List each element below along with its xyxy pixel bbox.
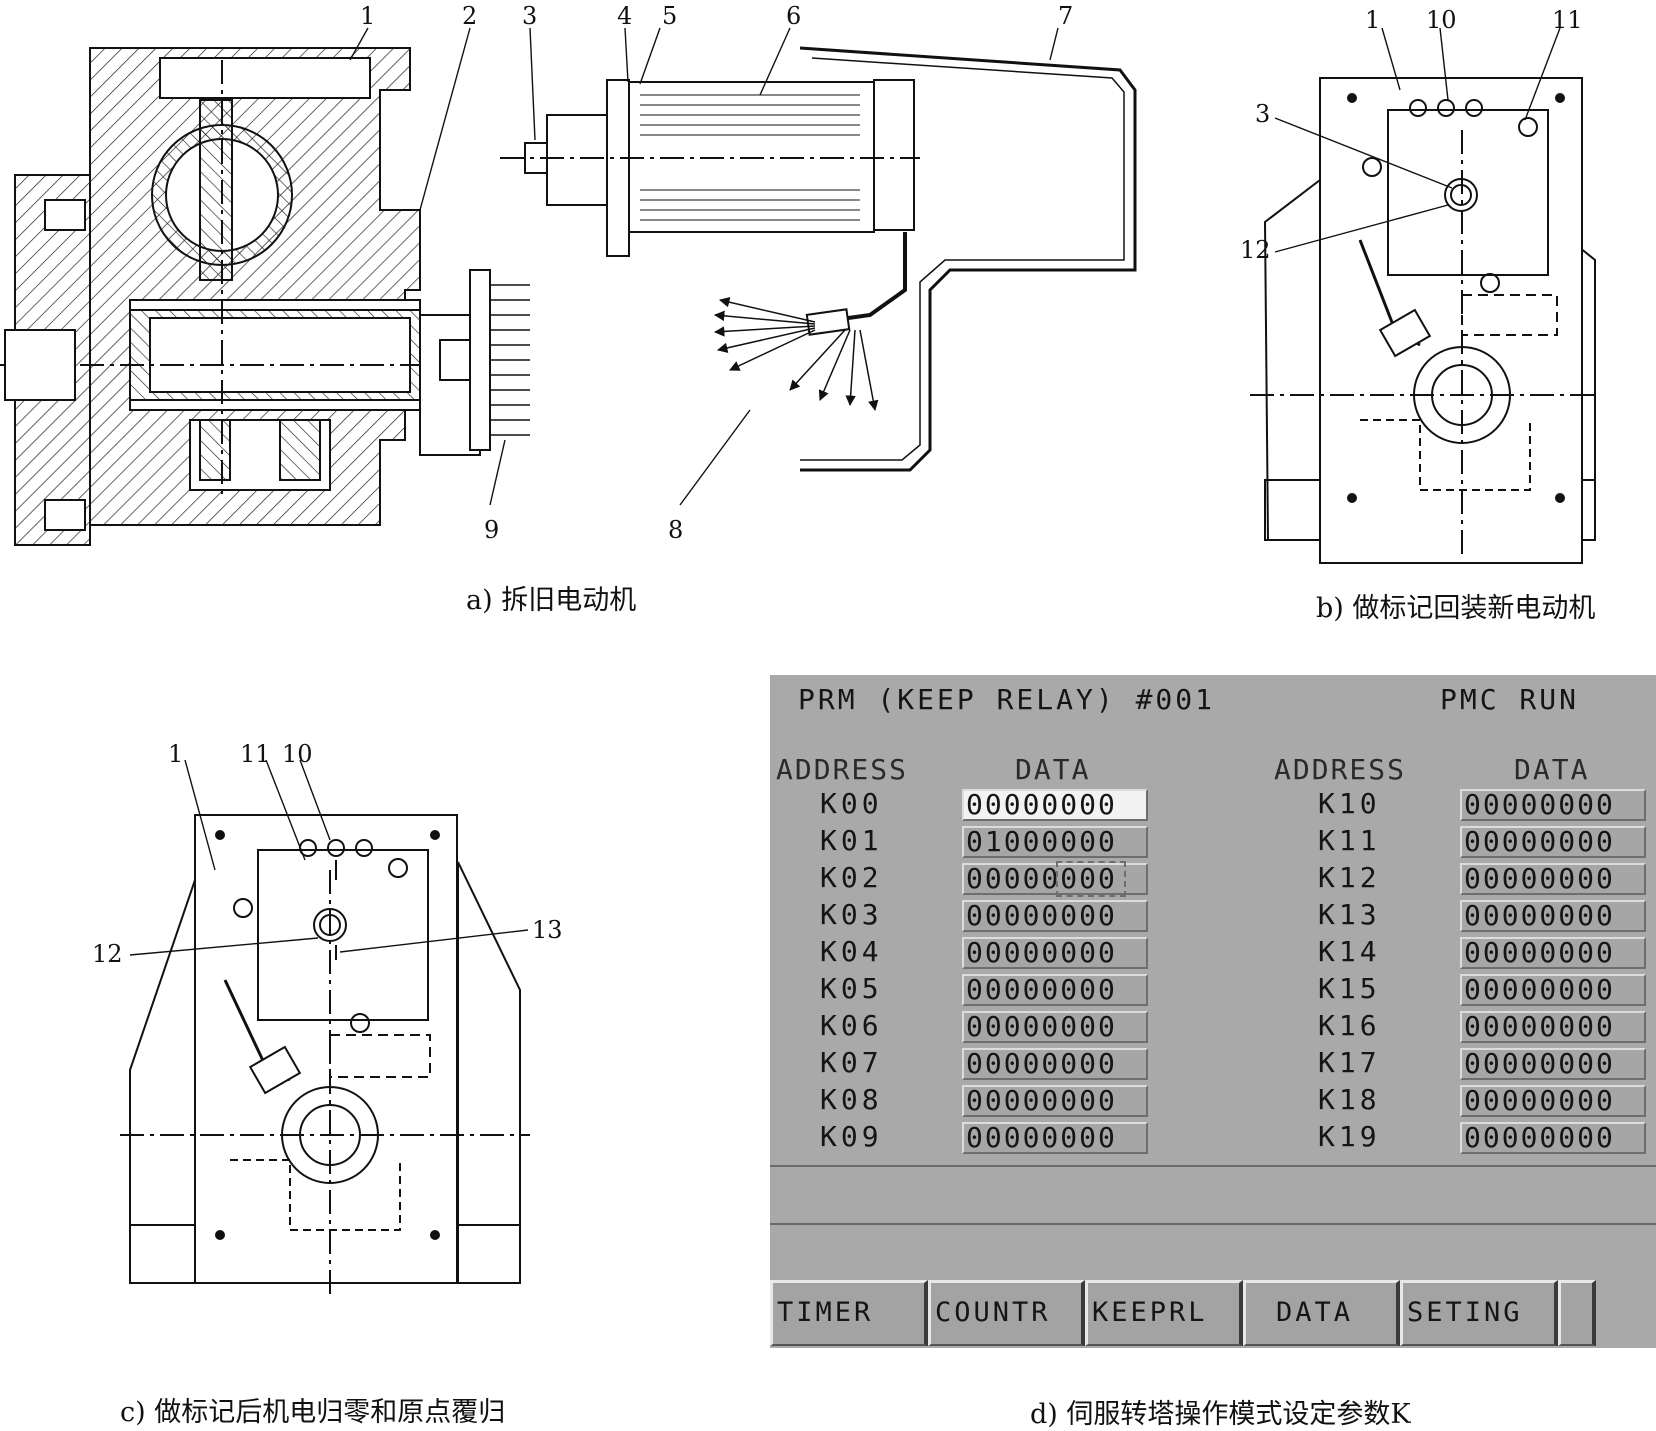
address-label: K17 bbox=[1318, 1046, 1381, 1079]
address-label: K01 bbox=[820, 824, 883, 857]
caption-d: d) 伺服转塔操作模式设定参数K bbox=[1030, 1399, 1411, 1430]
address-label: K10 bbox=[1318, 787, 1381, 820]
col-header-data-left: DATA bbox=[1015, 753, 1091, 786]
address-label: K07 bbox=[820, 1046, 883, 1079]
softkey-seting[interactable]: SETING bbox=[1400, 1280, 1558, 1346]
data-field-k10[interactable]: 00000000 bbox=[1460, 789, 1646, 821]
panel-a-motor bbox=[500, 27, 1137, 506]
data-field-k06[interactable]: 00000000 bbox=[962, 1011, 1148, 1043]
data-field-k02[interactable]: 00000000 bbox=[962, 863, 1148, 895]
label-a-6: 6 bbox=[786, 2, 801, 30]
label-c-1: 1 bbox=[168, 740, 183, 768]
label-a-3: 3 bbox=[522, 2, 537, 30]
data-field-k15[interactable]: 00000000 bbox=[1460, 974, 1646, 1006]
data-field-k09[interactable]: 00000000 bbox=[962, 1122, 1148, 1154]
address-label: K11 bbox=[1318, 824, 1381, 857]
label-a-8: 8 bbox=[668, 516, 683, 544]
data-field-k08[interactable]: 00000000 bbox=[962, 1085, 1148, 1117]
callout-numbers: 1 2 3 4 5 6 7 8 9 1 10 11 3 12 1 11 10 1… bbox=[92, 2, 1583, 968]
address-label: K08 bbox=[820, 1083, 883, 1116]
data-field-k03[interactable]: 00000000 bbox=[962, 900, 1148, 932]
softkey-timer[interactable]: TIMER bbox=[770, 1280, 928, 1346]
address-label: K05 bbox=[820, 972, 883, 1005]
data-field-k07[interactable]: 00000000 bbox=[962, 1048, 1148, 1080]
label-b-11: 11 bbox=[1552, 6, 1583, 34]
data-field-k04[interactable]: 00000000 bbox=[962, 937, 1148, 969]
address-label: K19 bbox=[1318, 1120, 1381, 1153]
softkey-keeprl[interactable]: KEEPRL bbox=[1085, 1280, 1243, 1346]
label-b-10: 10 bbox=[1426, 6, 1457, 34]
address-label: K00 bbox=[820, 787, 883, 820]
label-a-4: 4 bbox=[617, 2, 632, 30]
label-c-12: 12 bbox=[92, 940, 123, 968]
data-field-k14[interactable]: 00000000 bbox=[1460, 937, 1646, 969]
label-a-5: 5 bbox=[662, 2, 677, 30]
data-field-k01[interactable]: 01000000 bbox=[962, 826, 1148, 858]
data-field-k16[interactable]: 00000000 bbox=[1460, 1011, 1646, 1043]
keep-relay-screen: PRM (KEEP RELAY) #001 PMC RUN ADDRESS DA… bbox=[770, 675, 1656, 1348]
col-header-address-left: ADDRESS bbox=[776, 753, 909, 786]
label-b-3: 3 bbox=[1255, 100, 1270, 128]
address-label: K02 bbox=[820, 861, 883, 894]
panel-c-drawing bbox=[120, 759, 530, 1300]
data-field-k17[interactable]: 00000000 bbox=[1460, 1048, 1646, 1080]
data-field-k05[interactable]: 00000000 bbox=[962, 974, 1148, 1006]
address-label: K04 bbox=[820, 935, 883, 968]
data-field-k11[interactable]: 00000000 bbox=[1460, 826, 1646, 858]
label-a-7: 7 bbox=[1058, 2, 1073, 30]
divider bbox=[770, 1223, 1656, 1225]
label-b-1: 1 bbox=[1365, 6, 1380, 34]
label-c-13: 13 bbox=[532, 916, 563, 944]
softkey-data[interactable]: DATA bbox=[1243, 1280, 1400, 1346]
label-a-9: 9 bbox=[484, 516, 499, 544]
address-label: K16 bbox=[1318, 1009, 1381, 1042]
address-label: K13 bbox=[1318, 898, 1381, 931]
address-label: K12 bbox=[1318, 861, 1381, 894]
address-label: K15 bbox=[1318, 972, 1381, 1005]
col-header-data-right: DATA bbox=[1514, 753, 1590, 786]
label-c-10: 10 bbox=[282, 740, 313, 768]
caption-b: b) 做标记回装新电动机 bbox=[1316, 593, 1596, 624]
data-field-k12[interactable]: 00000000 bbox=[1460, 863, 1646, 895]
col-header-address-right: ADDRESS bbox=[1274, 753, 1407, 786]
panel-a-drawing bbox=[0, 27, 530, 546]
data-field-k19[interactable]: 00000000 bbox=[1460, 1122, 1646, 1154]
data-field-k13[interactable]: 00000000 bbox=[1460, 900, 1646, 932]
panel-b-drawing bbox=[1250, 27, 1600, 564]
pmc-status: PMC RUN bbox=[1440, 683, 1580, 716]
softkey-next[interactable] bbox=[1558, 1280, 1596, 1346]
caption-c: c) 做标记后机电归零和原点覆归 bbox=[120, 1397, 506, 1428]
address-label: K09 bbox=[820, 1120, 883, 1153]
label-a-1: 1 bbox=[360, 2, 375, 30]
address-label: K06 bbox=[820, 1009, 883, 1042]
edit-cursor bbox=[1056, 861, 1126, 897]
address-label: K03 bbox=[820, 898, 883, 931]
caption-a: a) 拆旧电动机 bbox=[466, 585, 637, 616]
divider bbox=[770, 1165, 1656, 1167]
data-field-k18[interactable]: 00000000 bbox=[1460, 1085, 1646, 1117]
address-label: K14 bbox=[1318, 935, 1381, 968]
softkey-bar: TIMER COUNTR KEEPRL DATA SETING bbox=[770, 1280, 1656, 1346]
softkey-countr[interactable]: COUNTR bbox=[928, 1280, 1085, 1346]
screen-title: PRM (KEEP RELAY) #001 bbox=[798, 683, 1216, 716]
label-c-11: 11 bbox=[240, 740, 271, 768]
label-a-2: 2 bbox=[462, 2, 477, 30]
address-label: K18 bbox=[1318, 1083, 1381, 1116]
label-b-12: 12 bbox=[1240, 236, 1271, 264]
data-field-k00[interactable]: 00000000 bbox=[962, 789, 1148, 821]
